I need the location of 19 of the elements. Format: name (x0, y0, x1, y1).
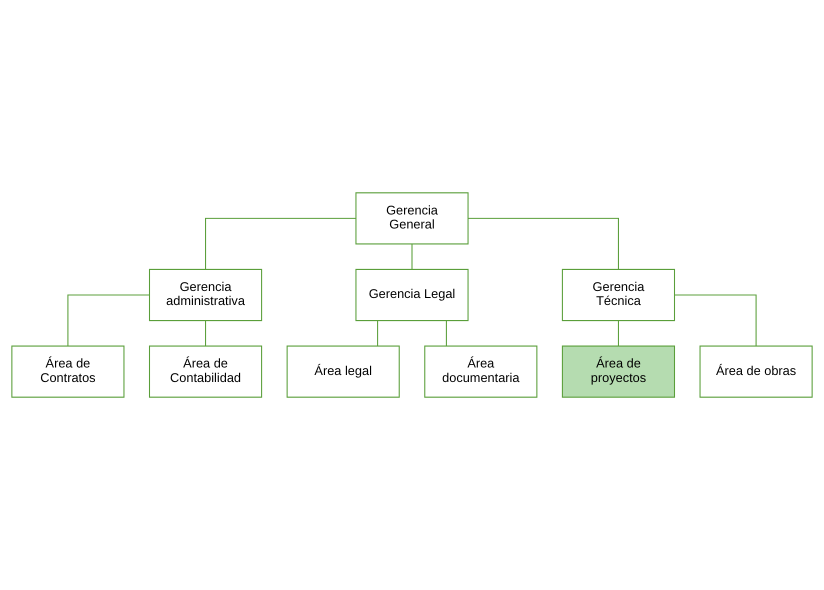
connector (674, 294, 757, 346)
connector (446, 320, 447, 346)
connector (411, 244, 413, 270)
connector (618, 320, 619, 346)
node-box: Área documentaria (424, 346, 538, 398)
node-box: Área de Contratos (11, 346, 124, 398)
node-box: Gerencia Técnica (562, 268, 676, 322)
node-box: Gerencia Legal (355, 268, 469, 322)
connector (205, 218, 356, 270)
connector (468, 218, 619, 270)
node-box: Área de proyectos (562, 346, 676, 398)
connector (377, 320, 378, 346)
node-box: Área de obras (700, 346, 813, 398)
node-box: Gerencia General (355, 192, 469, 244)
node-box: Área legal (286, 346, 400, 398)
node-box: Gerencia administrativa (148, 268, 262, 322)
node-box: Área de Contabilidad (148, 346, 262, 398)
connector (67, 294, 150, 346)
connector (205, 320, 206, 346)
